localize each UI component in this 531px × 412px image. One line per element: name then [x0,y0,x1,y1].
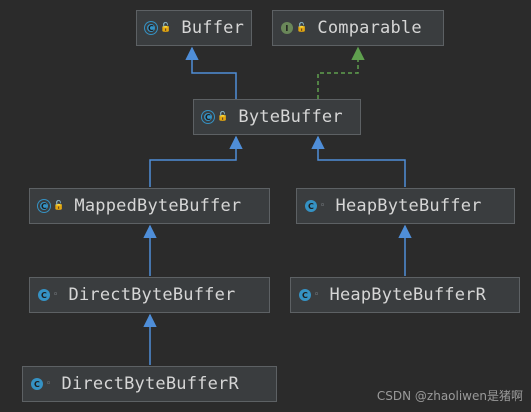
node-comparable[interactable]: I 🔓 Comparable [272,10,444,46]
node-label: DirectByteBuffer [68,285,236,305]
abstract-class-icon: C [38,200,50,212]
edge-bytebuffer-buffer [185,46,237,99]
package-private-icon: ◦ [53,290,59,300]
watermark: CSDN @zhaoliwen是猪啊 [376,389,523,403]
package-private-icon: ◦ [320,201,326,211]
public-lock-icon: 🔓 [160,23,172,33]
node-heapbytebufferr[interactable]: C ◦ HeapByteBufferR [290,277,520,313]
package-private-icon: ◦ [314,290,320,300]
edge-mappedbytebuffer-bytebuffer [149,135,243,187]
node-label: DirectByteBufferR [61,374,239,394]
package-private-icon: ◦ [46,379,52,389]
class-icon: C [31,378,43,390]
interface-icon: I [281,22,293,34]
node-label: HeapByteBuffer [335,196,482,216]
abstract-class-icon: C [145,22,157,34]
edge-bytebuffer-comparable [317,46,365,99]
node-directbytebufferr[interactable]: C ◦ DirectByteBufferR [22,366,277,402]
node-heapbytebuffer[interactable]: C ◦ HeapByteBuffer [296,188,515,224]
public-lock-icon: 🔓 [217,112,229,122]
class-icon: C [305,200,317,212]
abstract-class-icon: C [202,111,214,123]
node-buffer[interactable]: C 🔓 Buffer [136,10,252,46]
edge-heapbytebuffer-bytebuffer [311,135,406,187]
node-directbytebuffer[interactable]: C ◦ DirectByteBuffer [29,277,270,313]
node-label: Buffer [181,18,245,38]
class-icon: C [38,289,50,301]
node-label: HeapByteBufferR [329,285,487,305]
node-label: ByteBuffer [238,107,343,127]
node-mappedbytebuffer[interactable]: C 🔓 MappedByteBuffer [29,188,270,224]
public-lock-icon: 🔓 [53,201,65,211]
class-icon: C [299,289,311,301]
node-bytebuffer[interactable]: C 🔓 ByteBuffer [193,99,361,135]
public-lock-icon: 🔓 [296,23,308,33]
node-label: Comparable [317,18,422,38]
node-label: MappedByteBuffer [74,196,242,216]
